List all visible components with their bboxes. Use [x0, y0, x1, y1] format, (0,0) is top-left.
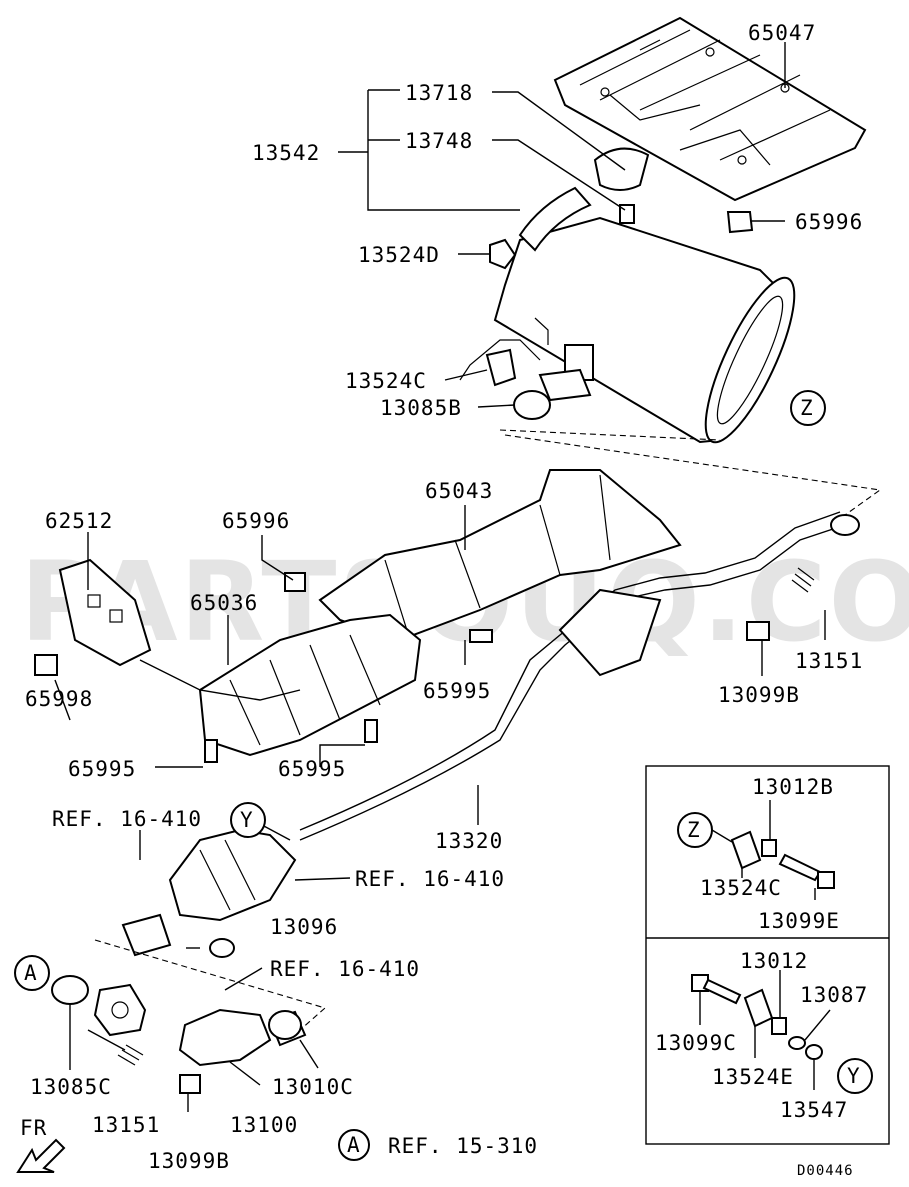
detail-y-leaders: [699, 970, 831, 1090]
catalytic-converter-front[interactable]: [121, 828, 297, 957]
callout-y-circle: [230, 802, 266, 838]
heat-shield-rear[interactable]: [553, 16, 867, 202]
label-13542: 13542: [252, 141, 320, 165]
detail-y-label-13099C: 13099C: [655, 1031, 737, 1055]
label-13151-upper: 13151: [795, 649, 863, 673]
label-65036: 65036: [190, 591, 258, 615]
detail-z-label-13012B: 13012B: [752, 775, 834, 799]
label-65996-center: 65996: [222, 509, 290, 533]
detail-z-label-13099E: 13099E: [758, 909, 840, 933]
label-13099B-lower: 13099B: [148, 1149, 230, 1173]
nut-65996-center[interactable]: [284, 572, 306, 592]
label-65998: 65998: [25, 687, 93, 711]
callout-a-bottom-circle: [338, 1129, 370, 1161]
detail-z-bolt[interactable]: [778, 853, 835, 889]
label-13096: 13096: [270, 915, 338, 939]
detail-y-label-13547: 13547: [780, 1098, 848, 1122]
detail-z-label-13524C: 13524C: [700, 876, 782, 900]
callout-z-letter: Z: [800, 396, 814, 420]
front-direction-arrow-icon: [16, 1138, 66, 1173]
detail-z-hanger[interactable]: [730, 830, 762, 870]
label-13151-lower: 13151: [92, 1113, 160, 1137]
callout-y-letter: Y: [240, 808, 254, 832]
heat-shield-front[interactable]: [198, 613, 422, 757]
label-65995-center: 65995: [278, 757, 346, 781]
exhaust-pipe-13320[interactable]: [139, 511, 860, 841]
label-13010C: 13010C: [272, 1075, 354, 1099]
detail-y-sleeve[interactable]: [771, 1017, 787, 1035]
gasket-13085C[interactable]: [51, 975, 89, 1005]
bolt-65995-center[interactable]: [364, 719, 378, 743]
diagram-code: D00446: [797, 1163, 854, 1179]
rubber-hanger-13524C-top[interactable]: [485, 348, 517, 387]
detail-y-circle: [837, 1058, 873, 1094]
ref-label-2[interactable]: REF. 16-410: [355, 867, 505, 891]
callout-a-bottom-letter: A: [347, 1133, 361, 1157]
spring-13151-upper[interactable]: [791, 567, 815, 593]
spring-13151-lower[interactable]: [117, 1044, 144, 1066]
detail-y-label-13012: 13012: [740, 949, 808, 973]
detail-y-label-13087: 13087: [800, 983, 868, 1007]
label-13099B-upper: 13099B: [718, 683, 800, 707]
bolt-13099B-lower[interactable]: [179, 1074, 201, 1094]
ref-label-3[interactable]: REF. 16-410: [270, 957, 420, 981]
label-13748: 13748: [405, 129, 473, 153]
bolt-65998[interactable]: [34, 654, 58, 676]
nut-65996-top[interactable]: [726, 211, 754, 234]
detail-y-label-13524E: 13524E: [712, 1065, 794, 1089]
label-65047: 65047: [748, 21, 816, 45]
label-65995-left: 65995: [68, 757, 136, 781]
label-65996-top: 65996: [795, 210, 863, 234]
callout-a-letter: A: [24, 961, 38, 985]
label-13524C: 13524C: [345, 369, 427, 393]
label-13524D: 13524D: [358, 243, 440, 267]
ref-label-1[interactable]: REF. 16-410: [52, 807, 202, 831]
label-62512: 62512: [45, 509, 113, 533]
detail-y-bolt[interactable]: [691, 974, 742, 1005]
detail-y-letter: Y: [847, 1064, 861, 1088]
detail-y-washer[interactable]: [788, 1036, 806, 1050]
rubber-hanger-13524D[interactable]: [489, 238, 517, 270]
callout-a-circle: [14, 955, 50, 991]
leader-lines: [54, 42, 882, 1112]
detail-z-leaders: [711, 800, 816, 900]
detail-z-sleeve[interactable]: [761, 839, 777, 857]
bolt-13099B-upper[interactable]: [746, 621, 770, 641]
label-65995-right: 65995: [423, 679, 491, 703]
gasket-13096[interactable]: [209, 938, 235, 958]
front-direction-label: FR: [20, 1116, 47, 1140]
label-13085C: 13085C: [30, 1075, 112, 1099]
callout-z-circle: [790, 390, 826, 426]
bracket-62512[interactable]: [58, 558, 152, 667]
bolt-65995-right[interactable]: [469, 629, 493, 643]
detail-y-nut[interactable]: [805, 1044, 823, 1060]
main-muffler[interactable]: [459, 147, 811, 453]
detail-y-hanger[interactable]: [743, 988, 774, 1028]
label-13718: 13718: [405, 81, 473, 105]
gasket-13010C[interactable]: [268, 1010, 302, 1040]
detail-z-letter: Z: [687, 818, 701, 842]
label-65043: 65043: [425, 479, 493, 503]
label-13085B: 13085B: [380, 396, 462, 420]
label-13100: 13100: [230, 1113, 298, 1137]
ref-label-4[interactable]: REF. 15-310: [388, 1134, 538, 1158]
gasket-13085B[interactable]: [513, 390, 551, 420]
detail-box: [645, 765, 890, 1145]
bolt-65995-left[interactable]: [204, 739, 218, 763]
label-13320: 13320: [435, 829, 503, 853]
